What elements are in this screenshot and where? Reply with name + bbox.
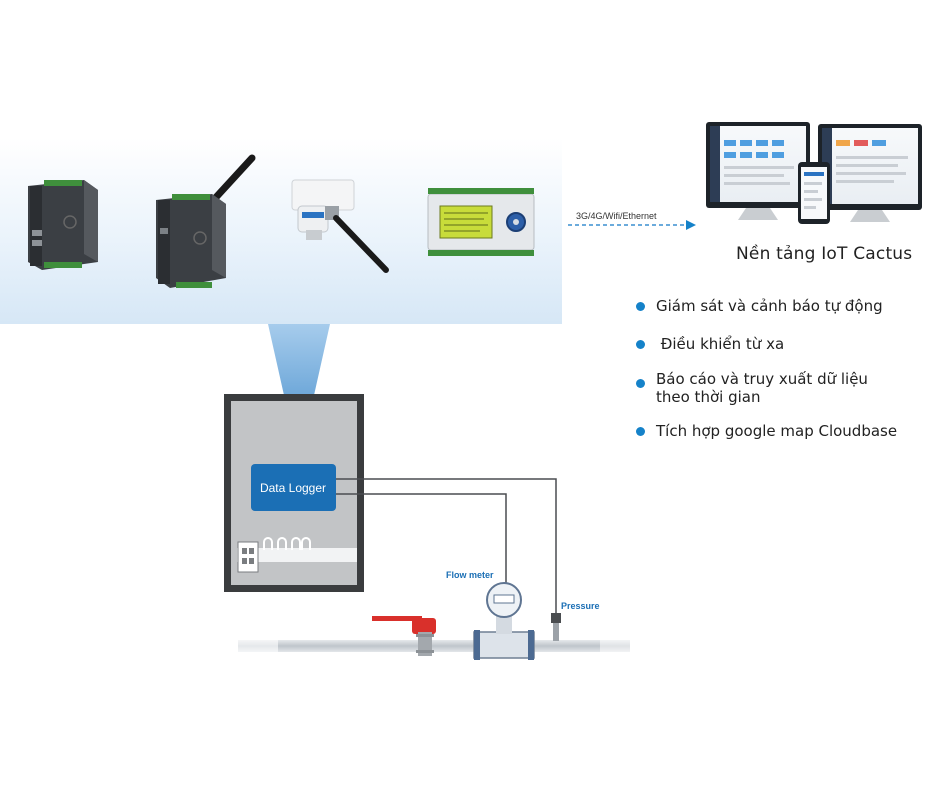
- feature-item: Điều khiển từ xa: [636, 335, 940, 353]
- wireless-sensor-icon: [291, 179, 389, 273]
- feature-label: Báo cáo và truy xuất dữ liệu theo thời g…: [656, 370, 868, 406]
- lcd-controller-icon: [427, 188, 535, 256]
- bullet-icon: [636, 427, 645, 436]
- data-logger-label: Data Logger: [260, 481, 326, 495]
- feature-item: Giám sát và cảnh báo tự động: [636, 297, 940, 315]
- signal-wires: [336, 478, 557, 615]
- platform-title: Nền tảng IoT Cactus: [736, 244, 913, 264]
- flow-meter-label: Flow meter: [446, 570, 494, 580]
- monitor-icon: [818, 124, 922, 222]
- pressure-label: Pressure: [561, 601, 600, 611]
- feature-label: Điều khiển từ xa: [656, 335, 785, 353]
- pressure-sensor-icon: [551, 613, 561, 641]
- connection-label: 3G/4G/Wifi/Ethernet: [576, 211, 657, 221]
- monitor-icon: [706, 122, 810, 220]
- feature-item: Tích hợp google map Cloudbase: [636, 422, 940, 440]
- data-logger-box: [251, 464, 336, 511]
- feature-item: Báo cáo và truy xuất dữ liệu theo thời g…: [636, 370, 906, 406]
- smartphone-icon: [798, 162, 830, 224]
- connection-link: [568, 220, 696, 230]
- bullet-icon: [636, 302, 645, 311]
- antenna-logger-icon: [156, 154, 256, 288]
- flow-meter-icon: [473, 582, 535, 660]
- signal-beam: [268, 324, 330, 462]
- feature-label: Giám sát và cảnh báo tự động: [656, 297, 883, 315]
- gateway-device-icon: [28, 180, 98, 270]
- feature-label: Tích hợp google map Cloudbase: [656, 422, 898, 440]
- bullet-icon: [636, 379, 645, 388]
- valve-icon: [372, 616, 436, 656]
- bullet-icon: [636, 340, 645, 349]
